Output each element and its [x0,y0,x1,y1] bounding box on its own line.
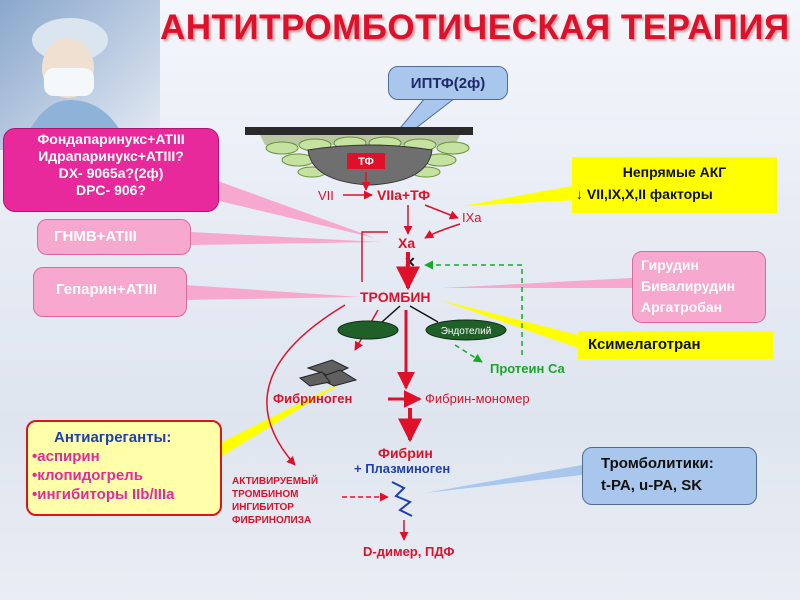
antiplatelet-callout: Антиагреганты: •аспирин •клопидогрель •и… [26,420,222,516]
antiplatelet-pointer [222,378,350,456]
arrow-ixa-xa [424,223,461,239]
plasminogen-label: + Плазминоген [354,461,450,476]
antiplatelet-title: Антиагреганты: [54,429,172,446]
ximelagatran-callout: Ксимелаготран [578,331,773,359]
fonda-pointer [215,180,375,238]
heparin-pointer [185,285,360,300]
fonda-line-2: Идрапаринукс+ATIII? [38,148,184,164]
bullet-icon: • [32,448,38,465]
endothelium-to-protein [454,344,483,363]
bivalirudin-label: Бивалирудин [641,278,736,294]
thrombolytics-list: t-PA, u-PA, SK [601,477,703,494]
tafi-line-1: АКТИВИРУЕМЫЙ [232,474,318,487]
fibrin-label: Фибрин [378,445,433,461]
endothelium-label: Эндотелий [441,326,492,337]
bullet-icon: • [32,486,38,503]
thrombin-to-platelet-ellipse [381,305,401,323]
fibrin-monomer-label: Фибрин-мономер [425,391,530,406]
ddimer-label: D-димер, ПДФ [363,544,455,559]
xa-label: Xa [398,235,415,251]
fibrinogen-label: Фибриноген [273,391,352,406]
thrombolytics-title: Тромболитики: [601,455,714,472]
tf-label: ТФ [358,156,374,168]
iptf-text: ИПТФ(2ф) [410,74,486,92]
gp-inhibitors-label: ингибиторы IIb/IIIa [37,486,175,503]
lmwh-text: ГНМВ+ATIII [54,228,137,245]
vii-label: VII [318,188,334,203]
lmwh-callout: ГНМВ+ATIII [37,219,191,255]
ixa-label: IXa [462,210,482,225]
thrombin-to-endothelium [409,305,439,323]
clopidogrel-label: клопидогрель [37,467,143,484]
platelets-cluster [298,359,358,387]
indirect-title: Непрямые АКГ [622,164,727,180]
direct-inhibitors-callout: Гирудин Бивалирудин Аргатробан [632,251,766,323]
heparin-callout: Гепарин+ATIII [33,267,187,317]
tafi-line-4: ФИБРИНОЛИЗА [232,515,311,526]
protein-ca-label: Протеин Са [490,361,566,376]
bullet-icon: • [32,467,38,484]
fibrinolysis-zigzag [391,481,413,517]
thrombin-label: ТРОМБИН [360,289,431,305]
feedback-line-top [361,231,388,262]
ximelagatran-text: Ксимелаготран [588,336,701,353]
platelet-receptor-ellipse [337,320,399,340]
arrow-viia-ixa [424,204,459,220]
indirect-pointer [462,185,578,206]
tafi-line-2: ТРОМБИНОМ [232,489,298,500]
tafi-line-3: ИНГИБИТОР [232,502,294,513]
thrombolytics-callout: Тромболитики: t-PA, u-PA, SK [582,447,757,505]
fonda-line-4: DPC- 906? [75,182,147,198]
hirudin-label: Гирудин [641,257,699,273]
thrombolytic-pointer [425,465,582,493]
fonda-line-3: DX- 9065a?(2ф) [58,165,164,181]
argatroban-label: Аргатробан [641,299,723,315]
fonda-line-1: Фондапаринукс+ATIII [37,131,185,147]
heparin-text: Гепарин+ATIII [56,281,158,298]
xime-pointer [440,300,578,348]
arrow-thrombin-tafi [266,304,346,466]
indirect-anticoag-callout: Непрямые АКГ ↓ VII,IX,X,II факторы [572,157,777,213]
vessel-wall [245,127,473,135]
slide-title: АНТИТРОМБОТИЧЕСКАЯ ТЕРАПИЯ [160,8,790,47]
aspirin-label: аспирин [37,448,100,465]
lmwh-pointer [190,232,380,245]
iptf-callout: ИПТФ(2ф) [388,66,508,100]
fonda-callout: Фондапаринукс+ATIII Идрапаринукс+ATIII? … [3,128,219,212]
indirect-factors: ↓ VII,IX,X,II факторы [576,186,713,202]
protein-ca-feedback [424,260,523,355]
viia-tf-label: VIIa+ТФ [377,187,430,203]
tf-box [347,153,385,169]
direct-pointer [442,278,632,288]
endothelium-ellipse [425,319,507,341]
